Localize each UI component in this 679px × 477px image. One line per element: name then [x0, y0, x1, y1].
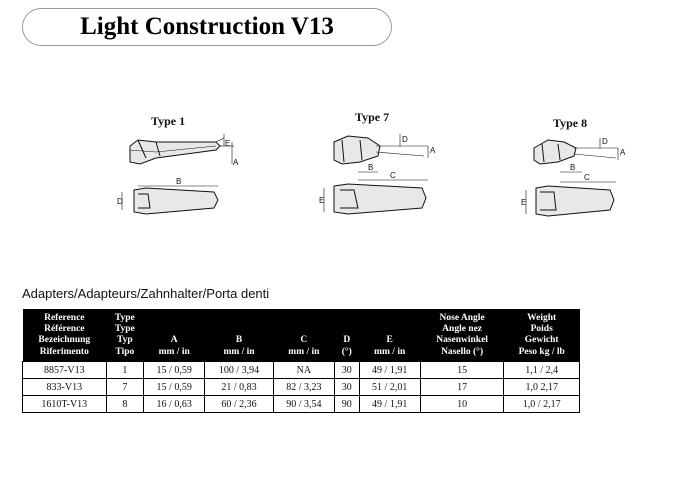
- dim-d-label: D: [602, 137, 608, 146]
- dim-c-label: C: [390, 171, 396, 180]
- dim-e-label: E: [521, 198, 526, 207]
- type-8-drawing: D A B C E: [521, 137, 626, 217]
- header-nose-angle: Nose Angle: [420, 309, 504, 324]
- dim-d-label: D: [402, 135, 408, 144]
- adapters-table: Reference Type Nose Angle Weight Référen…: [22, 309, 580, 413]
- type-8-label: Type 8: [553, 116, 588, 130]
- header-b: B: [204, 335, 274, 346]
- page-title: Light Construction V13: [80, 13, 334, 40]
- dim-a-label: A: [430, 146, 436, 155]
- header-e: E: [359, 335, 421, 346]
- dim-e-label: E: [319, 196, 324, 205]
- header-c: C: [273, 335, 335, 346]
- table-body: 8857-V13 1 15 / 0,59 100 / 3,94 NA 30 49…: [22, 361, 580, 413]
- type-7-label: Type 7: [355, 110, 390, 124]
- dim-c-label: C: [584, 173, 590, 182]
- dim-e-label: D: [117, 197, 123, 206]
- table-row: 1610T-V13 8 16 / 0,63 60 / 2,36 90 / 3,5…: [22, 395, 580, 413]
- type-1-drawing: E A B D: [117, 134, 239, 215]
- title-banner: Light Construction V13: [22, 8, 392, 46]
- header-type: Type: [106, 309, 144, 324]
- dim-b-label: B: [570, 163, 575, 172]
- dim-b-label: B: [176, 177, 181, 186]
- dim-d-label: E: [225, 139, 230, 148]
- dim-b-label: B: [368, 163, 373, 172]
- header-d: D: [334, 335, 360, 346]
- section-title: Adapters/Adapteurs/Zahnhalter/Porta dent…: [22, 286, 270, 301]
- table-row: 8857-V13 1 15 / 0,59 100 / 3,94 NA 30 49…: [22, 361, 580, 379]
- header-reference: Reference: [22, 309, 107, 324]
- header-weight: Weight: [503, 309, 580, 324]
- dim-a-label: A: [620, 148, 626, 157]
- dim-a-label: A: [233, 158, 239, 167]
- type-1-label: Type 1: [151, 114, 186, 128]
- table-header: Reference Type Nose Angle Weight Référen…: [22, 309, 580, 362]
- header-a: A: [143, 335, 205, 346]
- table-row: 833-V13 7 15 / 0,59 21 / 0,83 82 / 3,23 …: [22, 378, 580, 396]
- type-7-drawing: D A B C E: [319, 134, 436, 215]
